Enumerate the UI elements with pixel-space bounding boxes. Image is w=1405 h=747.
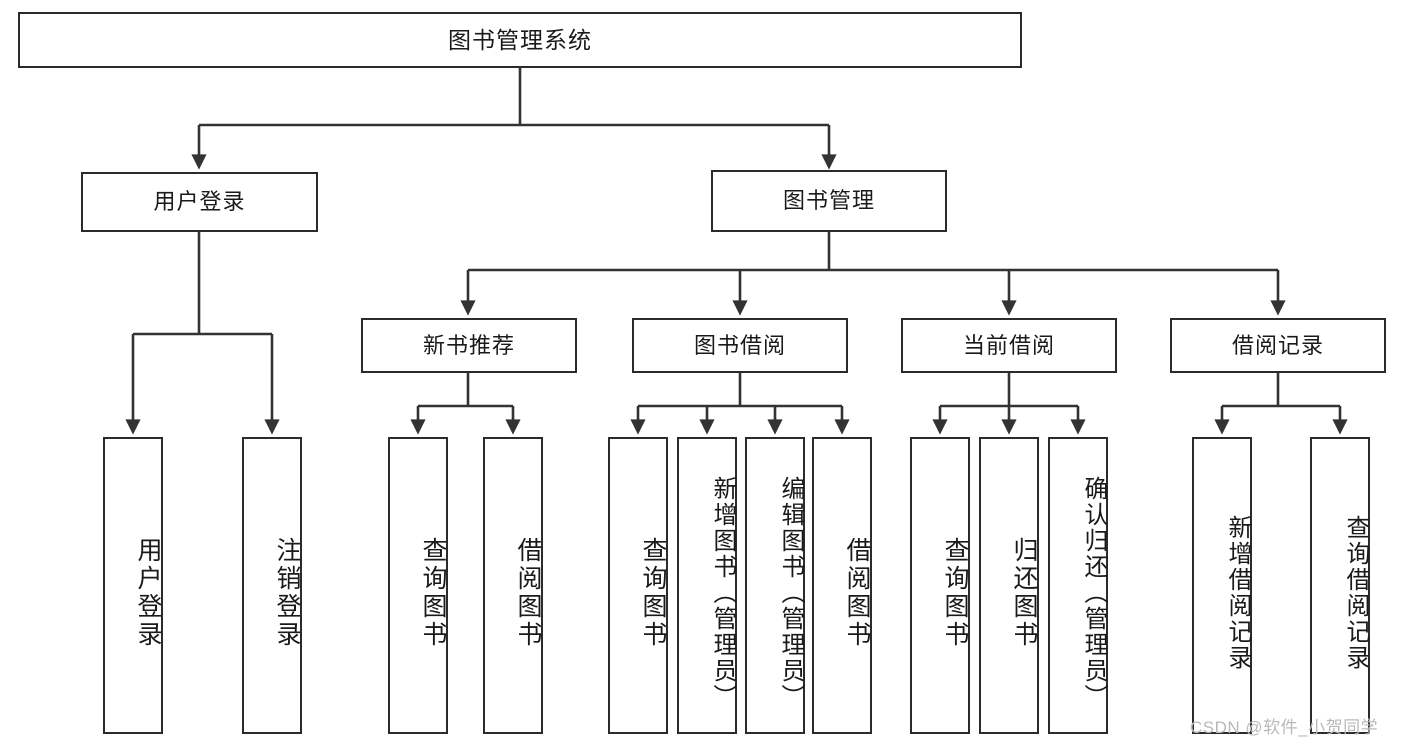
node-current-borrow[interactable]: 当前借阅 bbox=[901, 318, 1117, 373]
node-label: 查询图书 bbox=[941, 536, 969, 649]
node-root-system[interactable]: 图书管理系统 bbox=[18, 12, 1022, 68]
node-borrow-record[interactable]: 借阅记录 bbox=[1170, 318, 1386, 373]
leaf-query-book-cb[interactable]: 查询图书 bbox=[910, 437, 970, 734]
leaf-return-book[interactable]: 归还图书 bbox=[979, 437, 1039, 734]
node-label: 图书借阅 bbox=[693, 332, 786, 358]
node-label: 借阅记录 bbox=[1231, 332, 1324, 358]
leaf-add-borrow-record[interactable]: 新增借阅记录 bbox=[1192, 437, 1252, 734]
node-user-login[interactable]: 用户登录 bbox=[81, 172, 318, 232]
node-label: 图书管理系统 bbox=[448, 26, 592, 53]
node-label: 新增图书（管理员） bbox=[709, 475, 736, 710]
leaf-logout[interactable]: 注销登录 bbox=[242, 437, 302, 734]
leaf-borrow-book-nbr[interactable]: 借阅图书 bbox=[483, 437, 543, 734]
node-label: 新书推荐 bbox=[422, 332, 515, 358]
leaf-query-borrow-record[interactable]: 查询借阅记录 bbox=[1310, 437, 1370, 734]
node-label: 借阅图书 bbox=[843, 536, 871, 649]
leaf-add-book-admin[interactable]: 新增图书（管理员） bbox=[677, 437, 737, 734]
node-label: 注销登录 bbox=[273, 536, 301, 649]
node-label: 归还图书 bbox=[1010, 536, 1038, 649]
node-label: 图书管理 bbox=[782, 188, 875, 214]
leaf-user-login[interactable]: 用户登录 bbox=[103, 437, 163, 734]
leaf-borrow-book-bb[interactable]: 借阅图书 bbox=[812, 437, 872, 734]
node-book-management[interactable]: 图书管理 bbox=[711, 170, 947, 232]
leaf-query-book-nbr[interactable]: 查询图书 bbox=[388, 437, 448, 734]
node-label: 查询图书 bbox=[419, 536, 447, 649]
leaf-edit-book-admin[interactable]: 编辑图书（管理员） bbox=[745, 437, 805, 734]
node-label: 借阅图书 bbox=[514, 536, 542, 649]
node-label: 当前借阅 bbox=[962, 332, 1055, 358]
node-book-borrow[interactable]: 图书借阅 bbox=[632, 318, 848, 373]
node-label: 新增借阅记录 bbox=[1224, 514, 1251, 671]
node-label: 编辑图书（管理员） bbox=[777, 475, 804, 710]
node-label: 用户登录 bbox=[134, 536, 162, 649]
node-new-book-recommend[interactable]: 新书推荐 bbox=[361, 318, 577, 373]
leaf-confirm-return-admin[interactable]: 确认归还（管理员） bbox=[1048, 437, 1108, 734]
node-label: 查询借阅记录 bbox=[1342, 514, 1369, 671]
node-label: 确认归还（管理员） bbox=[1080, 475, 1107, 710]
leaf-query-book-bb[interactable]: 查询图书 bbox=[608, 437, 668, 734]
node-label: 用户登录 bbox=[153, 189, 246, 215]
node-label: 查询图书 bbox=[639, 536, 667, 649]
